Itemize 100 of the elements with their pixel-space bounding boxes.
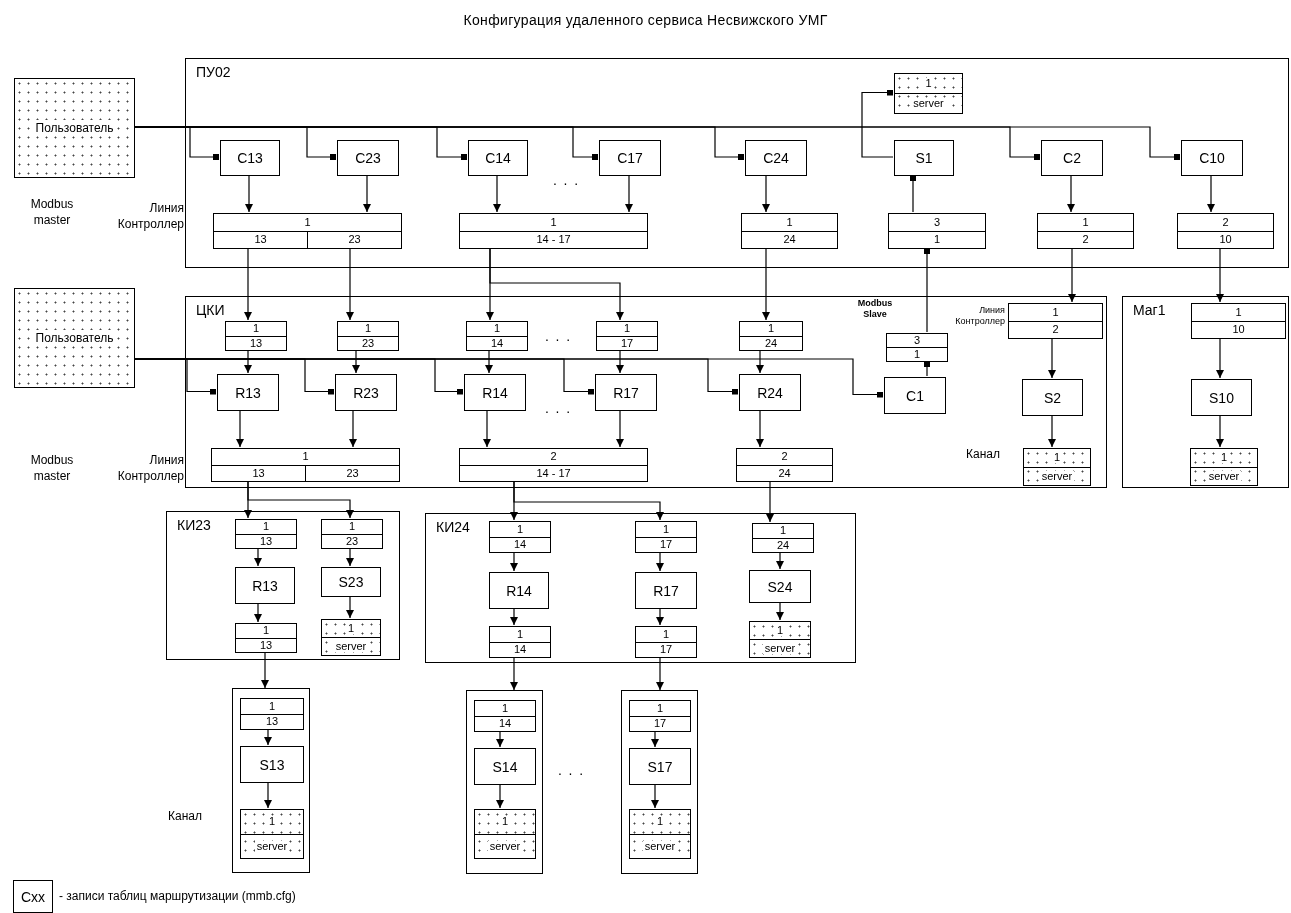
- table-value: 2: [779, 451, 790, 463]
- table-value: 2: [1050, 324, 1061, 336]
- user-box: [14, 288, 135, 388]
- connector-arrow: [776, 601, 784, 621]
- server-record: [629, 809, 691, 859]
- routing-table: [635, 521, 697, 553]
- routing-table: [489, 521, 551, 553]
- connector-arrow: [247, 480, 354, 519]
- controller-box: [220, 140, 280, 176]
- connector-arrow: [766, 480, 774, 523]
- controller-box: [1041, 140, 1103, 176]
- box-label: C1: [906, 386, 924, 406]
- controller-box: [894, 140, 954, 176]
- routing-table: [474, 700, 536, 732]
- connector-arrow: [1216, 414, 1224, 448]
- box-label: C13: [237, 149, 263, 168]
- connector-arrow: [1068, 247, 1076, 303]
- table-value: 10: [1230, 324, 1247, 336]
- table-value: 14 - 17: [534, 467, 573, 479]
- annotation-label: Линия Контроллер: [116, 452, 184, 484]
- table-value: 17: [657, 644, 675, 656]
- table-value: 1: [548, 216, 559, 228]
- connector-arrow: [1048, 414, 1056, 448]
- table-value: 13: [257, 639, 275, 651]
- table-value: 14: [496, 718, 514, 730]
- routing-table: [337, 321, 399, 351]
- server-record: [1023, 448, 1091, 486]
- box-label: S10: [1209, 388, 1234, 408]
- annotation-label: . . .: [558, 761, 586, 780]
- table-value: 1: [514, 628, 526, 640]
- box-label: Cxx: [20, 887, 46, 907]
- table-value: 14: [511, 539, 529, 551]
- table-value: 1: [1051, 452, 1063, 464]
- table-value: server: [1039, 470, 1075, 482]
- box-label: R17: [653, 581, 679, 601]
- table-value: 1: [1080, 216, 1091, 228]
- group-heading: КИ23: [177, 517, 211, 533]
- connector-arrow: [244, 247, 252, 321]
- connector-arrow: [1048, 337, 1056, 379]
- connector-arrow: [264, 781, 272, 809]
- table-value: 1: [514, 523, 526, 535]
- controller-box: [489, 572, 549, 609]
- routing-table: [629, 700, 691, 732]
- table-value: server: [254, 840, 290, 852]
- connector-arrow: [245, 174, 253, 213]
- connector-arrow: [656, 607, 664, 626]
- connector-arrow: [513, 480, 664, 521]
- box-label: S1: [915, 149, 933, 168]
- routing-table: [235, 623, 297, 653]
- table-value: 1: [1218, 452, 1230, 464]
- table-value: 17: [657, 539, 675, 551]
- group-box: [621, 690, 698, 874]
- legend-sample-box: [13, 880, 53, 913]
- controller-box: [745, 140, 807, 176]
- group-frame: [425, 513, 856, 663]
- table-value: 14: [511, 644, 529, 656]
- connector-arrow: [261, 651, 269, 689]
- server-record: [321, 619, 381, 656]
- routing-table: [213, 213, 402, 249]
- table-value: 1: [923, 78, 934, 89]
- group-box: [466, 690, 543, 874]
- controller-box: [739, 374, 801, 411]
- table-value: 2: [1220, 216, 1231, 228]
- box-label: C10: [1199, 149, 1225, 168]
- box-label: R14: [506, 581, 532, 601]
- table-value: 1: [660, 523, 672, 535]
- routing-table: [739, 321, 803, 351]
- table-value: 1: [777, 525, 789, 537]
- box-label: S23: [338, 573, 364, 592]
- table-value: 1: [1233, 306, 1244, 318]
- legend-text: - записи таблиц маршрутизации (mmb.cfg): [59, 888, 296, 904]
- table-value: 1: [911, 349, 923, 360]
- table-value: 2: [548, 451, 559, 463]
- routing-table: [888, 213, 986, 249]
- box-label: S14: [492, 757, 518, 777]
- table-value: server: [333, 641, 369, 652]
- table-value: 13: [247, 337, 265, 349]
- routing-table: [635, 626, 697, 658]
- group-heading: ЦКИ: [196, 302, 225, 318]
- table-value: 24: [781, 234, 798, 246]
- group-frame: [185, 296, 1107, 488]
- box-label: R23: [353, 383, 379, 403]
- table-value: 1: [345, 623, 357, 634]
- controller-box: [468, 140, 528, 176]
- table-value: 1: [362, 323, 374, 335]
- routing-table: [1037, 213, 1134, 249]
- box-label: C17: [617, 149, 643, 168]
- box-label: R13: [252, 576, 278, 596]
- table-value: 14 - 17: [534, 234, 573, 246]
- controller-box: [884, 377, 946, 414]
- routing-table: [235, 519, 297, 549]
- routing-table: [736, 448, 833, 482]
- table-value: 1: [654, 702, 666, 714]
- annotation-label: Линия Контроллер: [954, 305, 1005, 328]
- table-value: 13: [250, 467, 267, 479]
- connector-arrow: [236, 409, 244, 448]
- table-value: 1: [302, 216, 313, 228]
- table-value: 17: [618, 337, 636, 349]
- connector-arrow: [363, 174, 371, 213]
- routing-table: [752, 523, 814, 553]
